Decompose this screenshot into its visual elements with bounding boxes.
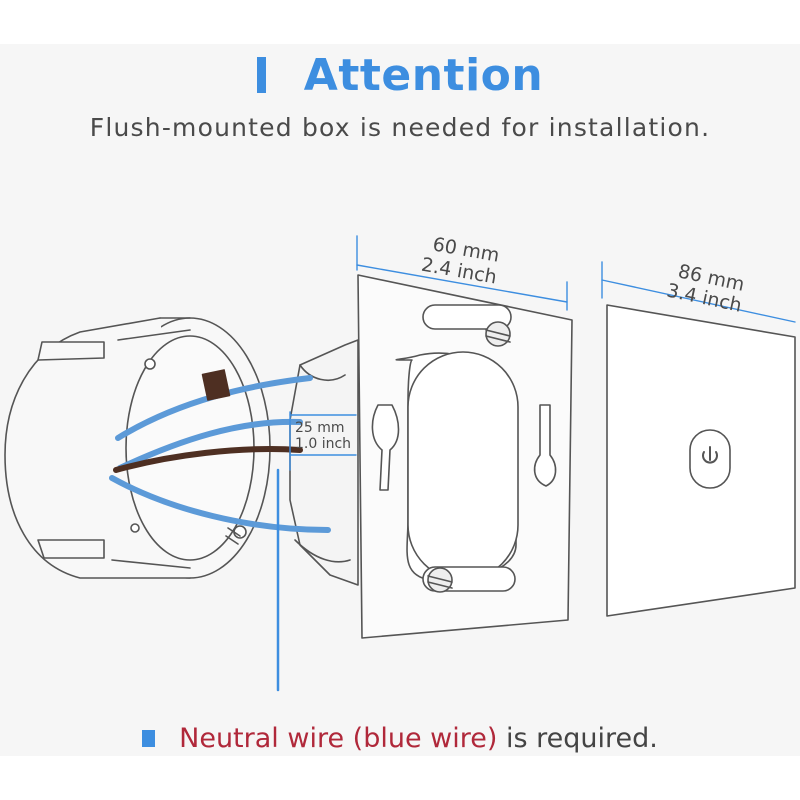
box-depth-inch-label: 1.0 inch bbox=[295, 436, 351, 452]
mounting-plate bbox=[357, 274, 573, 639]
box-depth-mm-label: 25 mm bbox=[295, 420, 345, 436]
bottom-band bbox=[0, 756, 800, 800]
square-bullet-icon bbox=[142, 729, 156, 747]
page-title: Attention bbox=[303, 49, 544, 101]
page-subtitle: Flush-mounted box is needed for installa… bbox=[89, 113, 711, 142]
wires bbox=[109, 369, 331, 533]
neutral-wire-note: Neutral wire (blue wire) is required. bbox=[0, 720, 800, 756]
dimension-lines bbox=[289, 235, 796, 471]
power-icon bbox=[702, 446, 718, 464]
top-band bbox=[0, 0, 800, 44]
note-highlight: Neutral wire (blue wire) bbox=[179, 722, 498, 754]
title-row: Attention bbox=[0, 44, 800, 106]
note-rest: is required. bbox=[497, 722, 658, 754]
front-panel bbox=[606, 304, 796, 617]
accent-bar-icon bbox=[256, 57, 266, 93]
